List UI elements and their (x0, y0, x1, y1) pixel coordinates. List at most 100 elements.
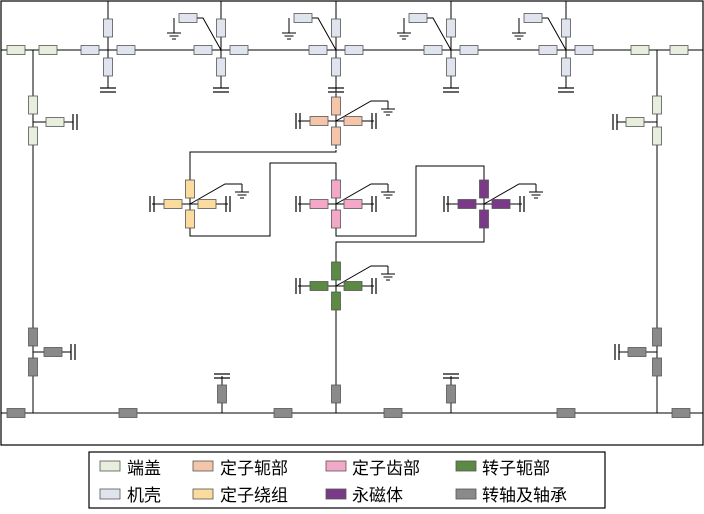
legend-item-shaft-bearing: 转轴及轴承 (455, 486, 567, 506)
capacitor-icon (295, 196, 301, 212)
resistor-housing (80, 45, 100, 55)
resistor-housing (561, 18, 571, 38)
node-branch (483, 183, 536, 205)
resistor-shaft_bearing (273, 408, 293, 418)
resistor-housing (446, 57, 456, 77)
resistor-stator_teeth (343, 199, 363, 209)
resistor-stator_teeth (309, 199, 329, 209)
resistor-permanent_magnet (479, 209, 489, 229)
resistor-shaft_bearing (28, 327, 38, 347)
resistor-housing (116, 45, 136, 55)
resistor-permanent_magnet (457, 199, 477, 209)
legend-label-shaft-bearing: 转轴及轴承 (482, 486, 567, 506)
legend-swatch-end-cover (99, 460, 121, 472)
resistor-stator_teeth (331, 209, 341, 229)
resistor-shaft_bearing (331, 384, 341, 404)
legend-item-stator-winding: 定子绕组 (192, 486, 288, 506)
network-components (6, 13, 691, 418)
resistor-housing (523, 13, 543, 23)
legend-swatch-stator-yoke (192, 460, 214, 472)
capacitor-icon (371, 113, 377, 129)
resistor-stator_winding (163, 199, 183, 209)
legend-label-stator-teeth: 定子齿部 (352, 459, 420, 479)
legend-label-permanent-magnet: 永磁体 (352, 486, 403, 506)
capacitor-icon (443, 87, 459, 93)
resistor-rotor_yoke (343, 281, 363, 291)
capacitor-icon (371, 196, 377, 212)
capacitor-icon (371, 278, 377, 294)
legend-swatch-rotor-yoke (455, 460, 477, 472)
teeth-to-magnet (335, 165, 485, 237)
legend-label-stator-winding: 定子绕组 (220, 486, 288, 506)
magnet-to-rotor (335, 232, 485, 258)
resistor-shaft_bearing (556, 408, 576, 418)
capacitor-icon (519, 196, 525, 212)
capacitor-icon (612, 114, 618, 130)
resistor-stator_teeth (331, 179, 341, 199)
resistor-rotor_yoke (331, 261, 341, 281)
resistor-rotor_yoke (309, 281, 329, 291)
resistor-housing (574, 45, 594, 55)
resistor-housing (293, 13, 313, 23)
legend-item-rotor-yoke: 转子轭部 (455, 459, 550, 479)
ground-icon (381, 273, 395, 281)
capacitor-icon (328, 87, 344, 93)
resistor-housing (216, 57, 226, 77)
legend-swatch-housing (99, 488, 121, 500)
resistor-housing (308, 45, 328, 55)
capacitor-icon (100, 87, 116, 93)
resistor-housing (538, 45, 558, 55)
node-branch (189, 183, 242, 205)
resistor-housing (561, 57, 571, 77)
resistor-shaft_bearing (118, 408, 138, 418)
node-branch (335, 183, 388, 205)
resistor-stator_yoke (309, 116, 329, 126)
resistor-housing (193, 45, 213, 55)
resistor-end_cover (652, 95, 662, 115)
capacitor-icon (295, 113, 301, 129)
resistor-end_cover (625, 117, 645, 127)
legend-swatch-stator-teeth (325, 460, 347, 472)
capacitor-icon (70, 344, 76, 360)
legend-item-housing: 机壳 (99, 486, 161, 506)
resistor-rotor_yoke (331, 291, 341, 311)
capacitor-icon (443, 373, 459, 379)
resistor-end_cover (669, 45, 689, 55)
node-branch (335, 265, 388, 287)
legend-item-stator-yoke: 定子轭部 (192, 459, 288, 479)
capacitor-icon (558, 87, 574, 93)
resistor-housing (229, 45, 249, 55)
ground-icon (512, 32, 526, 40)
resistor-shaft_bearing (28, 357, 38, 377)
resistor-stator_yoke (331, 96, 341, 116)
resistor-housing (178, 13, 198, 23)
resistor-shaft_bearing (446, 384, 456, 404)
legend-swatch-stator-winding (192, 488, 214, 500)
winding-to-teeth (189, 162, 337, 237)
diagram-frame (0, 0, 704, 446)
capacitor-icon (295, 278, 301, 294)
resistor-stator_yoke (331, 126, 341, 146)
capacitor-icon (614, 344, 620, 360)
resistor-end_cover (28, 126, 38, 146)
resistor-end_cover (45, 117, 65, 127)
resistor-housing (423, 45, 443, 55)
resistor-shaft_bearing (652, 357, 662, 377)
legend-frame (88, 451, 606, 509)
legend: 端盖 定子轭部 定子齿部 转子轭部 机壳 定子绕组 永磁体 转轴及轴承 (99, 459, 567, 506)
capacitor-icon (213, 87, 229, 93)
resistor-shaft_bearing (383, 408, 403, 418)
resistor-housing (103, 18, 113, 38)
resistor-shaft_bearing (217, 384, 227, 404)
legend-swatch-shaft-bearing (455, 488, 477, 500)
resistor-housing (103, 57, 113, 77)
resistor-housing (446, 18, 456, 38)
node-branch (335, 100, 388, 122)
legend-label-rotor-yoke: 转子轭部 (482, 459, 550, 479)
ground-icon (381, 191, 395, 199)
legend-label-stator-yoke: 定子轭部 (220, 459, 288, 479)
legend-label-end-cover: 端盖 (127, 459, 161, 479)
ground-icon (529, 191, 543, 199)
legend-item-stator-teeth: 定子齿部 (325, 459, 420, 479)
